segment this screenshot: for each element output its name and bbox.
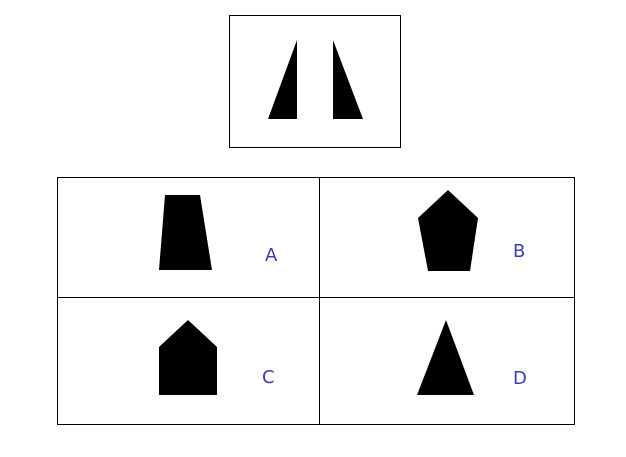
option-label-b: B — [513, 241, 526, 262]
option-a[interactable]: A — [58, 178, 319, 297]
option-label-a: A — [265, 245, 278, 266]
question-figure — [229, 15, 401, 148]
house-pentagon-icon — [159, 320, 217, 395]
option-b[interactable]: B — [320, 178, 575, 297]
options-grid: A B C D — [57, 177, 575, 425]
pentagon-icon — [418, 190, 478, 271]
question-shapes — [268, 40, 363, 119]
option-d[interactable]: D — [320, 298, 575, 424]
left-right-triangle-icon — [268, 40, 297, 119]
right-right-triangle-icon — [333, 40, 363, 119]
option-c[interactable]: C — [58, 298, 319, 424]
grid-divider-vertical — [319, 178, 320, 424]
triangle-icon — [417, 320, 474, 395]
grid-divider-horizontal — [58, 297, 574, 298]
trapezoid-icon — [159, 195, 212, 270]
option-label-d: D — [513, 368, 527, 389]
option-label-c: C — [262, 367, 275, 388]
